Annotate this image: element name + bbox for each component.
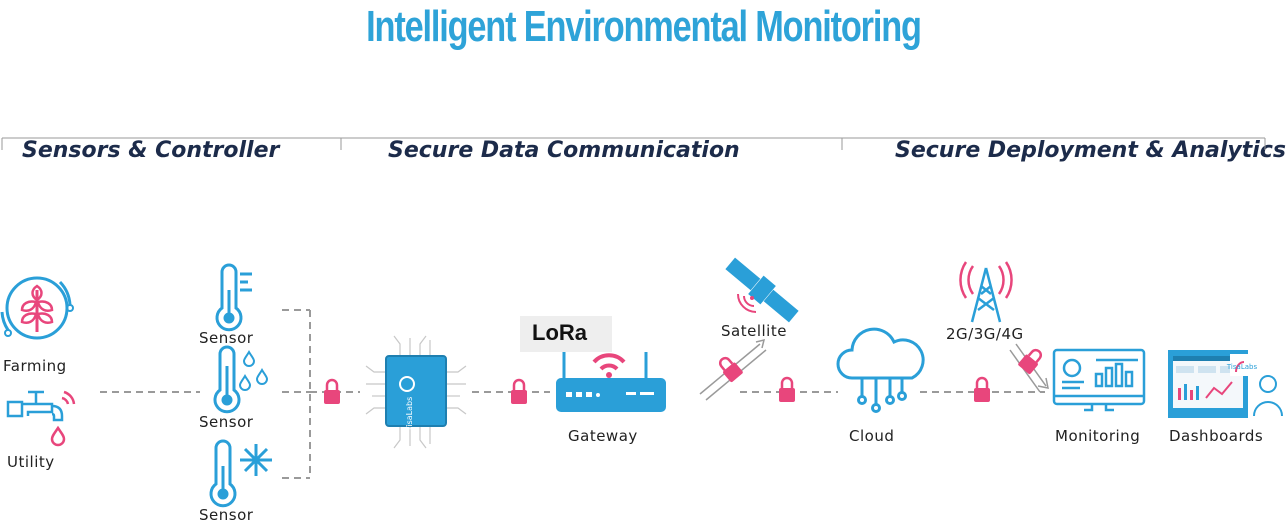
satellite-label: Satellite (721, 322, 787, 340)
dashboards-label: Dashboards (1169, 427, 1264, 445)
lora-badge: LoRa (520, 316, 612, 352)
sensor-bottom-label: Sensor (199, 506, 254, 524)
snowflake-icon (240, 444, 272, 476)
utility-label: Utility (7, 453, 55, 471)
chip-brand: TisaLabs (405, 397, 414, 433)
satellite-icon (723, 256, 801, 324)
sensor-mid-label: Sensor (199, 413, 254, 431)
network-label: 2G/3G/4G (946, 325, 1024, 343)
section-sensors-controller: Sensors & Controller (22, 138, 280, 163)
lock-icon (1018, 348, 1043, 374)
lock-icon (974, 376, 990, 402)
microchip-icon (365, 335, 467, 449)
section-bracket (1, 137, 1266, 150)
router-icon (556, 352, 666, 412)
lock-icon (718, 356, 743, 382)
monitoring-label: Monitoring (1055, 427, 1141, 445)
sensor-top-label: Sensor (199, 329, 254, 347)
farming-label: Farming (3, 357, 67, 375)
cloud-label: Cloud (849, 427, 895, 445)
wheat-icon (0, 276, 74, 340)
lock-icon (779, 376, 795, 402)
dashboard-brand: TisaLabs (1226, 363, 1258, 371)
monitor-icon (1052, 348, 1146, 412)
cloud-icon (836, 327, 925, 413)
section-secure-deployment-analytics: Secure Deployment & Analytics (895, 138, 1286, 163)
faucet-icon (6, 390, 76, 447)
cell-tower-icon (959, 261, 1013, 323)
thermometer-icon (213, 345, 269, 414)
section-secure-data-communication: Secure Data Communication (388, 138, 740, 163)
thermometer-icon (215, 263, 252, 332)
gateway-label: Gateway (568, 427, 638, 445)
lock-icon (511, 378, 527, 404)
lock-icon (324, 378, 340, 404)
dashboard-icon (1168, 350, 1283, 418)
page-title: Intelligent Environmental Monitoring (366, 2, 922, 51)
thermometer-icon (209, 439, 237, 508)
lora-logo: LoRa (532, 320, 588, 345)
